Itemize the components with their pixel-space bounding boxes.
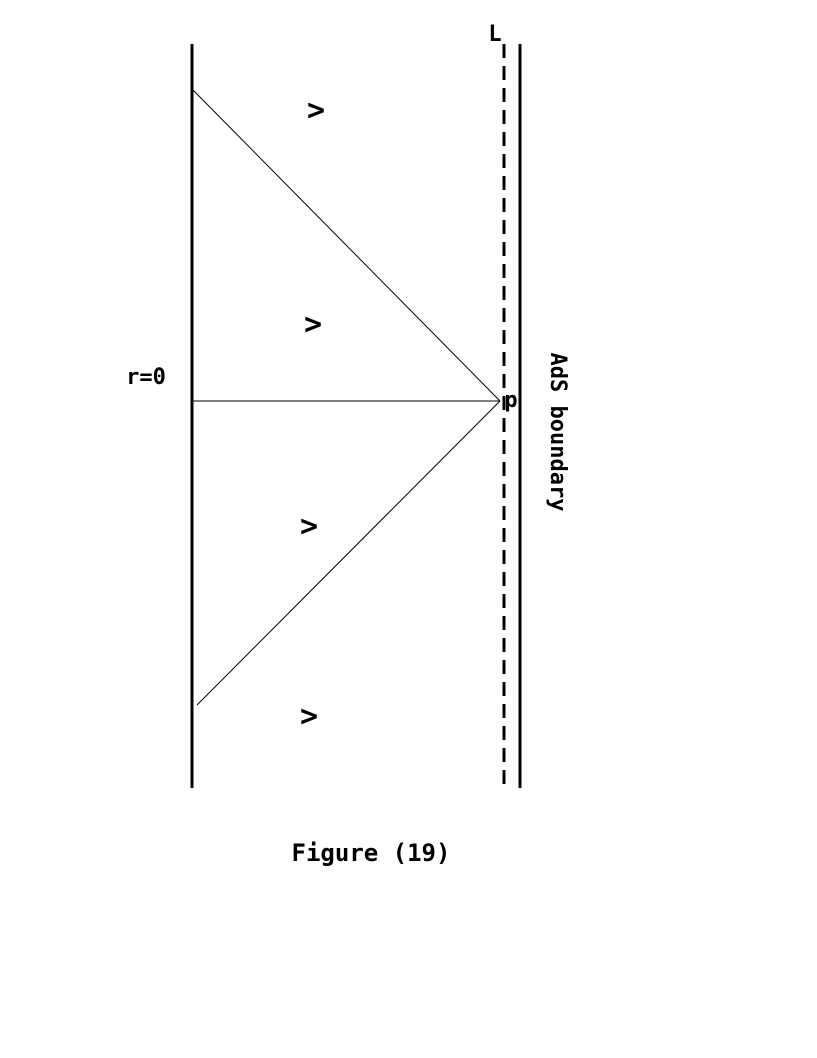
arrow-marker: >: [304, 307, 322, 342]
arrow-marker: >: [300, 699, 318, 734]
point-p-label: p: [504, 388, 517, 413]
cutoff-label: L: [488, 22, 501, 47]
arrow-marker: >: [300, 509, 318, 544]
ads-boundary-label: AdS boundary: [545, 353, 570, 512]
figure-caption: Figure (19): [292, 839, 451, 867]
origin-label: r=0: [126, 365, 166, 390]
outgoing-light-ray: [196, 400, 501, 706]
incoming-light-ray: [192, 89, 501, 402]
arrow-marker: >: [307, 93, 325, 128]
